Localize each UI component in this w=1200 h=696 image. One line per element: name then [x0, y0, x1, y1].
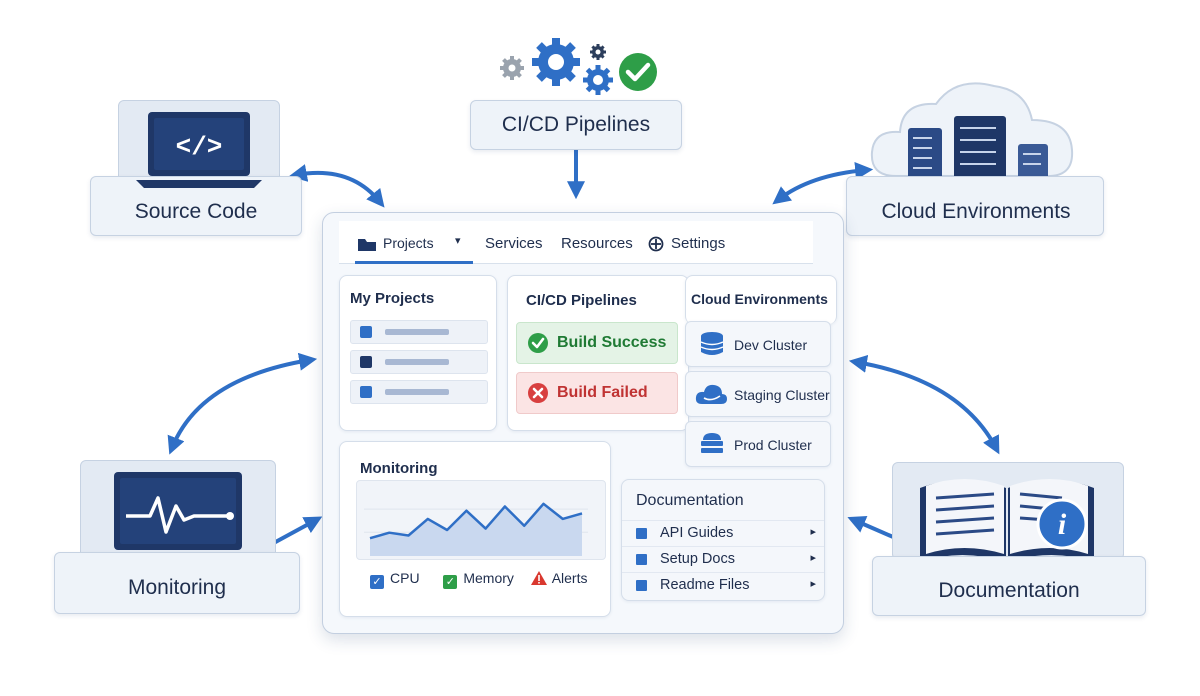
cicd-panel-title: CI/CD Pipelines	[526, 292, 637, 309]
arrow-documentation-link	[848, 354, 1000, 455]
build-failed-label: Build Failed	[557, 384, 648, 401]
cluster-staging-label: Staging Cluster	[734, 387, 830, 403]
project-row[interactable]	[350, 380, 488, 404]
cluster-prod-label: Prod Cluster	[734, 437, 812, 453]
svg-text:i: i	[1058, 508, 1067, 541]
cicd-label: CI/CD Pipelines	[501, 113, 651, 136]
documentation-label: Documentation	[938, 579, 1080, 602]
nav-projects-label: Projects	[383, 235, 434, 251]
cicd-node: CI/CD Pipelines	[470, 36, 682, 152]
project-row[interactable]	[350, 350, 488, 374]
gear-icon	[648, 236, 664, 252]
cloud-node: Cloud Environments	[846, 76, 1106, 236]
error-circle-icon	[528, 383, 548, 403]
doc-item-setup-docs[interactable]: Setup Docs ▸	[622, 546, 824, 571]
documentation-panel: Documentation API Guides ▸ Setup Docs ▸ …	[621, 479, 825, 601]
doc-icon	[636, 528, 647, 539]
documentation-panel-title: Documentation	[636, 492, 744, 509]
my-projects-panel: My Projects	[339, 275, 497, 431]
chart-line	[369, 502, 583, 540]
cloud-servers-icon	[870, 82, 1074, 182]
doc-item-readme-files[interactable]: Readme Files ▸	[622, 572, 824, 597]
legend-memory: Memory	[463, 570, 514, 586]
laptop-heartbeat-icon	[106, 472, 250, 560]
database-icon	[700, 332, 724, 355]
source-code-label: Source Code	[134, 200, 258, 223]
monitoring-legend: ✓ CPU ✓ Memory Alerts	[370, 570, 587, 589]
code-glyph: </>	[176, 132, 223, 162]
doc-item-api-guides[interactable]: API Guides ▸	[622, 520, 824, 545]
doc-icon	[636, 580, 647, 591]
doc-icon	[636, 554, 647, 565]
chevron-right-icon: ▸	[810, 578, 816, 590]
cluster-prod[interactable]: Prod Cluster	[685, 421, 831, 467]
app-window: Projects ▾ Services Resources Settings M…	[322, 212, 844, 634]
documentation-node: i Documentation	[872, 462, 1146, 616]
warning-icon	[530, 571, 547, 585]
build-failed-badge[interactable]: Build Failed	[516, 372, 678, 414]
open-book-info-icon: i	[920, 479, 1094, 562]
arrow-cloud	[772, 161, 874, 205]
chevron-right-icon: ▸	[810, 552, 816, 564]
monitoring-label: Monitoring	[127, 576, 227, 599]
nav-tab-settings[interactable]: Settings	[671, 235, 726, 252]
build-success-badge[interactable]: Build Success	[516, 322, 678, 364]
cloud-panel-title: Cloud Environments	[691, 291, 828, 307]
cluster-staging[interactable]: Staging Cluster	[685, 371, 831, 417]
folder-icon	[358, 239, 376, 251]
legend-alerts: Alerts	[551, 570, 588, 586]
legend-cpu: CPU	[390, 570, 420, 586]
project-row[interactable]	[350, 320, 488, 344]
chevron-down-icon: ▾	[455, 235, 461, 247]
cicd-panel: CI/CD Pipelines Build Success Build Fail…	[507, 275, 689, 431]
cluster-dev-label: Dev Cluster	[734, 337, 808, 353]
cloud-label: Cloud Environments	[881, 200, 1071, 223]
arrow-source-code	[288, 164, 385, 208]
project-icon	[360, 356, 372, 368]
server-stack-icon	[701, 433, 723, 453]
memory-checkbox-icon[interactable]: ✓	[443, 575, 458, 589]
nav-tab-services[interactable]: Services	[485, 235, 543, 252]
cloud-icon	[695, 384, 727, 404]
cloud-panel: Cloud Environments Dev Cluster Staging C…	[685, 275, 837, 471]
nav-tab-resources[interactable]: Resources	[561, 235, 633, 252]
arrow-monitoring-link	[167, 352, 318, 455]
chart-area	[370, 503, 582, 556]
app-navbar: Projects ▾ Services Resources Settings	[339, 221, 813, 264]
monitoring-node: Monitoring	[54, 460, 300, 614]
source-code-node: </> Source Code	[90, 100, 302, 236]
check-circle-icon	[528, 333, 548, 353]
monitoring-panel-title: Monitoring	[360, 460, 438, 477]
laptop-code-icon: </>	[136, 112, 262, 188]
project-icon	[360, 386, 372, 398]
gears-check-icon	[500, 38, 657, 95]
cpu-checkbox-icon[interactable]: ✓	[370, 575, 384, 589]
project-icon	[360, 326, 372, 338]
monitoring-panel: Monitoring ✓ CPU ✓ Memory Alerts	[339, 441, 611, 617]
build-success-label: Build Success	[557, 334, 667, 351]
monitoring-chart	[364, 502, 588, 556]
nav-tab-projects[interactable]: Projects ▾	[355, 225, 473, 264]
my-projects-title: My Projects	[350, 290, 435, 307]
cluster-dev[interactable]: Dev Cluster	[685, 321, 831, 367]
arrow-monitoring	[269, 516, 323, 547]
chevron-right-icon: ▸	[810, 526, 816, 538]
